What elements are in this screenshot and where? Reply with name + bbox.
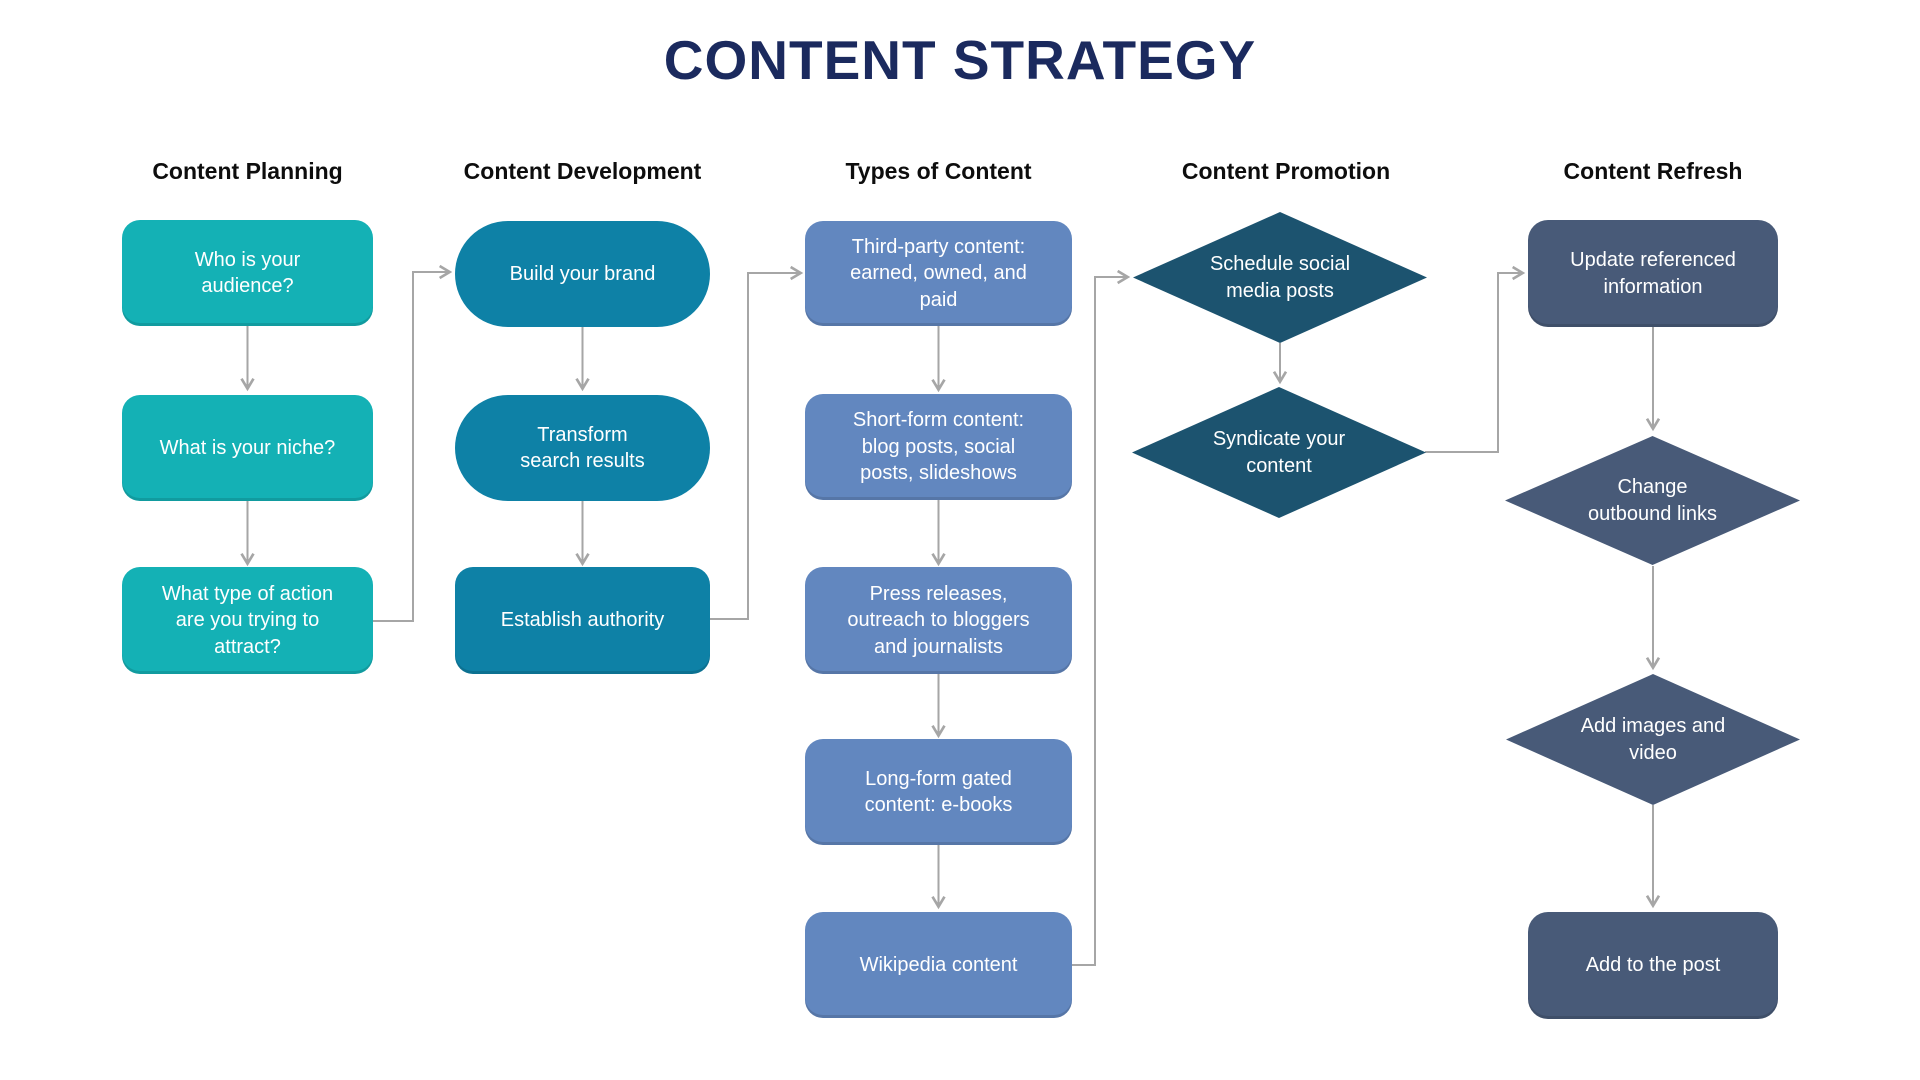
node-label: Third-party content: earned, owned, and … (850, 235, 1027, 311)
connector-syndicate-to-update (1425, 265, 1526, 453)
diagram-title: CONTENT STRATEGY (663, 29, 1257, 91)
node-label: Syndicate your content (1212, 428, 1346, 477)
node-label: What type of action are you trying to at… (161, 582, 334, 658)
column-header-content-promotion: Content Promotion (1181, 158, 1391, 184)
connector-action-to-build-brand (373, 264, 453, 622)
node-label: Schedule social media posts (1209, 253, 1351, 302)
column-header-content-planning: Content Planning (152, 158, 343, 184)
node-label: Add to the post (1585, 954, 1721, 977)
node-short-form-content: Short-form content: blog posts, social p… (805, 394, 1072, 500)
node-build-your-brand: Build your brand (455, 221, 710, 327)
node-label: Wikipedia content (859, 953, 1018, 976)
node-label: Press releases, outreach to bloggers and… (847, 582, 1030, 658)
node-label: Transform search results (520, 423, 645, 472)
node-label: Who is your audience? (194, 248, 301, 297)
node-press-releases: Press releases, outreach to bloggers and… (805, 567, 1072, 674)
connector-wikipedia-to-schedule (1072, 269, 1131, 966)
node-who-is-your-audience: Who is your audience? (122, 220, 373, 326)
node-schedule-social-media-posts: Schedule social media posts (1133, 212, 1427, 343)
node-label: Add images and video (1580, 715, 1726, 764)
node-label: Short-form content: blog posts, social p… (852, 409, 1025, 485)
connector-authority-to-third-party (710, 265, 804, 620)
node-label: Long-form gated content: e-books (864, 767, 1013, 816)
node-add-images-and-video: Add images and video (1506, 674, 1800, 805)
node-syndicate-your-content: Syndicate your content (1132, 387, 1426, 518)
column-header-content-refresh: Content Refresh (1563, 158, 1743, 184)
node-add-to-the-post: Add to the post (1528, 912, 1778, 1019)
column-header-types-of-content: Types of Content (845, 158, 1032, 184)
node-long-form-gated-content: Long-form gated content: e-books (805, 739, 1072, 845)
node-update-referenced-information: Update referenced information (1528, 220, 1778, 327)
node-label: Update referenced information (1570, 249, 1736, 298)
node-change-outbound-links: Change outbound links (1505, 436, 1800, 565)
node-label: Build your brand (509, 262, 656, 285)
node-label: Change outbound links (1588, 476, 1717, 525)
node-establish-authority: Establish authority (455, 567, 710, 674)
column-header-content-development: Content Development (463, 158, 702, 184)
node-label: What is your niche? (159, 436, 336, 459)
node-what-type-of-action: What type of action are you trying to at… (122, 567, 373, 674)
node-transform-search-results: Transform search results (455, 395, 710, 501)
node-label: Establish authority (500, 609, 665, 632)
node-what-is-your-niche: What is your niche? (122, 395, 373, 501)
node-wikipedia-content: Wikipedia content (805, 912, 1072, 1018)
node-third-party-content: Third-party content: earned, owned, and … (805, 221, 1072, 326)
